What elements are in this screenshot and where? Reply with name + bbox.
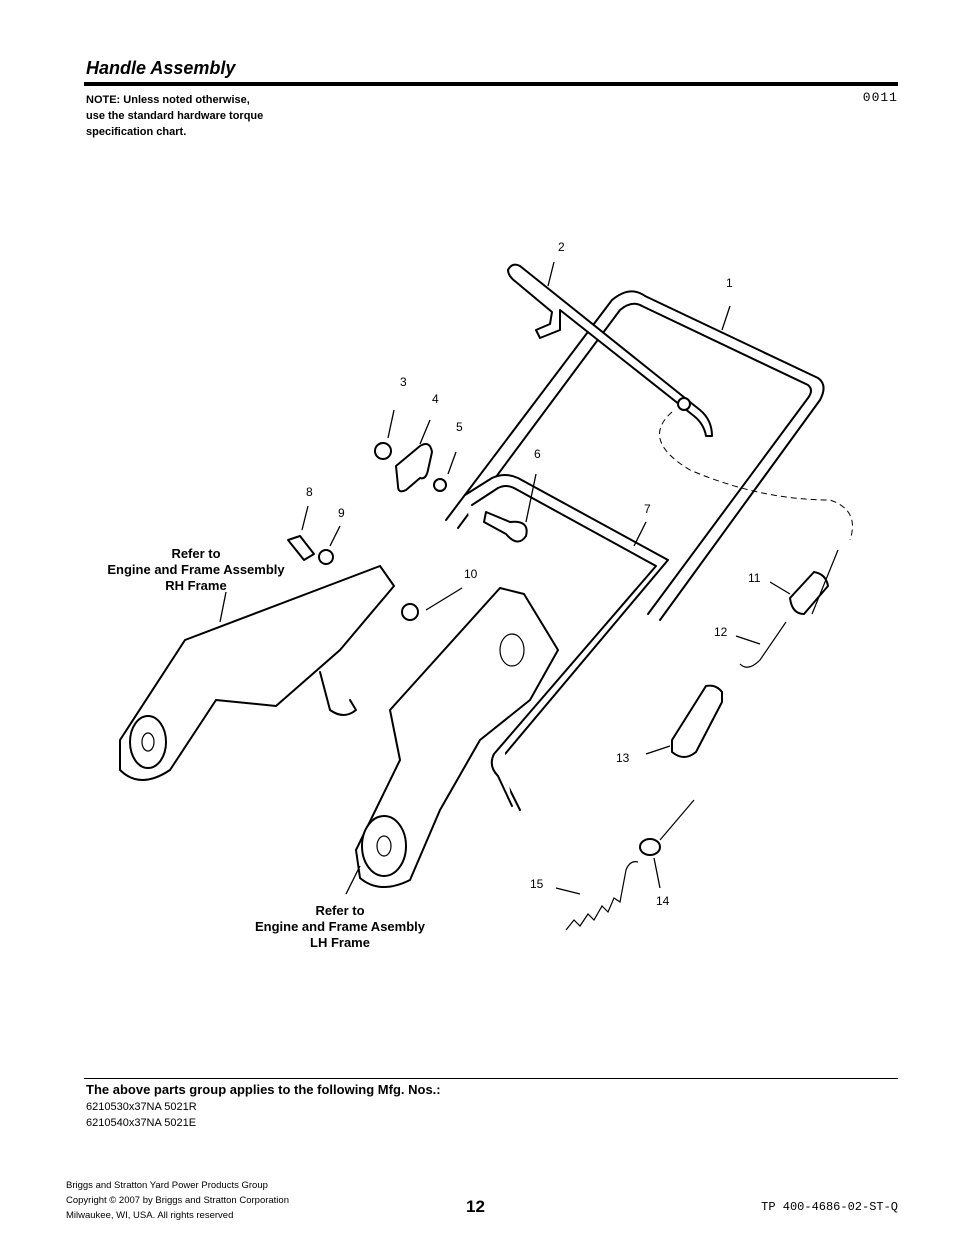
rh-frame [119,565,395,781]
cable-end [739,621,787,668]
applies-heading: The above parts group applies to the fol… [86,1082,441,1097]
callout-8: 8 [306,485,313,499]
lh-frame-reference: Refer to Engine and Frame Asembly LH Fra… [254,903,425,950]
cable-bracket [671,684,723,758]
document-code: TP 400-4686-02-ST-Q [761,1200,898,1214]
header-rule [84,82,898,86]
control-cable [659,411,853,541]
mfg-number: 6210540x37NA 5021E [86,1117,197,1129]
flange-nut [401,603,419,621]
applies-rule [84,1078,898,1079]
cable-grip [789,571,829,615]
callout-7: 7 [644,502,651,516]
handle-knob [395,443,433,493]
callout-4: 4 [432,392,439,406]
lh-frame [355,587,559,888]
hex-nut [374,442,392,460]
callout-1: 1 [726,276,733,290]
callout-11: 11 [748,571,761,585]
extension-spring [565,861,639,931]
page-number: 12 [466,1197,485,1216]
callout-5: 5 [456,420,463,434]
note-line: use the standard hardware torque [86,110,264,122]
page-title: Handle Assembly [86,58,236,78]
torque-note: NOTE: Unless noted otherwise, use the st… [86,92,316,140]
diagram-code: 0011 [862,90,898,105]
callout-2: 2 [558,240,565,254]
callout-6: 6 [534,447,541,461]
callout-12: 12 [714,625,728,639]
callout-15: 15 [530,877,544,891]
control-bail [507,263,713,437]
spring-eyelet [639,838,661,856]
callout-14: 14 [656,894,670,908]
callout-13: 13 [616,751,630,765]
mfg-number: 6210530x37NA 5021R [86,1101,197,1113]
note-line: NOTE: Unless noted otherwise, [86,94,250,106]
copyright-block: Briggs and Stratton Yard Power Products … [66,1180,289,1221]
bolt-washer [318,549,334,565]
note-line: specification chart. [86,126,187,138]
callout-9: 9 [338,506,345,520]
callout-10: 10 [464,567,478,581]
washer [433,478,447,492]
callout-3: 3 [400,375,407,389]
rh-frame-reference: Refer to Engine and Frame Assembly RH Fr… [107,546,285,593]
carriage-bolt [483,511,528,543]
shoulder-bolt [287,535,315,561]
